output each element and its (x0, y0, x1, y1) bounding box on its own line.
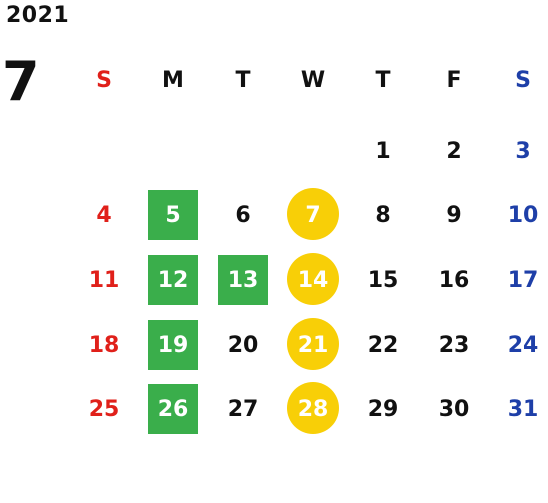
green-highlight-square (148, 255, 198, 305)
calendar-day-6[interactable]: 6 (215, 190, 271, 240)
weekday-header-2: T (235, 67, 251, 93)
day-number: 15 (367, 267, 399, 293)
weekday-header-0: S (96, 67, 112, 93)
day-number: 11 (88, 267, 120, 293)
day-number: 13 (227, 267, 259, 293)
day-number: 27 (227, 396, 259, 422)
calendar-day-26[interactable]: 26 (145, 384, 201, 434)
calendar-day-15[interactable]: 15 (355, 255, 411, 305)
day-number: 4 (96, 202, 112, 228)
calendar-day-8[interactable]: 8 (355, 190, 411, 240)
calendar-day-22[interactable]: 22 (355, 320, 411, 370)
day-number: 10 (507, 202, 539, 228)
calendar-day-7[interactable]: 7 (285, 188, 341, 240)
calendar-day-14[interactable]: 14 (285, 253, 341, 305)
calendar-year: 2021 (6, 3, 70, 28)
calendar-day-12[interactable]: 12 (145, 255, 201, 305)
day-number: 24 (507, 332, 539, 358)
day-number: 20 (227, 332, 259, 358)
calendar-day-29[interactable]: 29 (355, 384, 411, 434)
day-number: 28 (297, 396, 329, 422)
day-number: 12 (157, 267, 189, 293)
day-number: 9 (446, 202, 462, 228)
calendar-day-17[interactable]: 17 (495, 255, 548, 305)
weekday-header-3: W (300, 67, 326, 93)
yellow-highlight-circle (287, 188, 339, 240)
calendar-day-16[interactable]: 16 (426, 255, 482, 305)
calendar-day-10[interactable]: 10 (495, 190, 548, 240)
day-number: 22 (367, 332, 399, 358)
day-number: 31 (507, 396, 539, 422)
calendar-day-2[interactable]: 2 (426, 126, 482, 176)
day-number: 19 (157, 332, 189, 358)
day-number: 5 (165, 202, 181, 228)
green-highlight-square (148, 320, 198, 370)
calendar-day-13[interactable]: 13 (215, 255, 271, 305)
calendar-day-30[interactable]: 30 (426, 384, 482, 434)
day-number: 21 (297, 332, 329, 358)
calendar-day-19[interactable]: 19 (145, 320, 201, 370)
calendar-day-9[interactable]: 9 (426, 190, 482, 240)
day-number: 25 (88, 396, 120, 422)
weekday-header-6: S (515, 67, 531, 93)
calendar-day-3[interactable]: 3 (495, 126, 548, 176)
day-number: 30 (438, 396, 470, 422)
calendar-day-1[interactable]: 1 (355, 126, 411, 176)
weekday-header-1: M (162, 67, 184, 93)
calendar-day-4[interactable]: 4 (76, 190, 132, 240)
weekday-header-5: F (446, 67, 462, 93)
yellow-highlight-circle (287, 318, 339, 370)
day-number: 17 (507, 267, 539, 293)
green-highlight-square (148, 190, 198, 240)
calendar-day-31[interactable]: 31 (495, 384, 548, 434)
green-highlight-square (148, 384, 198, 434)
day-number: 26 (157, 396, 189, 422)
calendar-day-18[interactable]: 18 (76, 320, 132, 370)
calendar-day-11[interactable]: 11 (76, 255, 132, 305)
day-number: 6 (235, 202, 251, 228)
weekday-header-4: T (375, 67, 391, 93)
day-number: 7 (305, 202, 321, 228)
calendar-month: 7 (2, 50, 40, 113)
yellow-highlight-circle (287, 382, 339, 434)
calendar-day-21[interactable]: 21 (285, 318, 341, 370)
day-number: 8 (375, 202, 391, 228)
calendar-day-23[interactable]: 23 (426, 320, 482, 370)
calendar-day-25[interactable]: 25 (76, 384, 132, 434)
calendar-day-20[interactable]: 20 (215, 320, 271, 370)
day-number: 3 (515, 138, 531, 164)
day-number: 29 (367, 396, 399, 422)
calendar-day-28[interactable]: 28 (285, 382, 341, 434)
day-number: 14 (297, 267, 329, 293)
day-number: 1 (375, 138, 391, 164)
day-number: 2 (446, 138, 462, 164)
yellow-highlight-circle (287, 253, 339, 305)
calendar-day-5[interactable]: 5 (145, 190, 201, 240)
day-number: 23 (438, 332, 470, 358)
day-number: 16 (438, 267, 470, 293)
day-number: 18 (88, 332, 120, 358)
green-highlight-square (218, 255, 268, 305)
calendar-day-24[interactable]: 24 (495, 320, 548, 370)
calendar-day-27[interactable]: 27 (215, 384, 271, 434)
